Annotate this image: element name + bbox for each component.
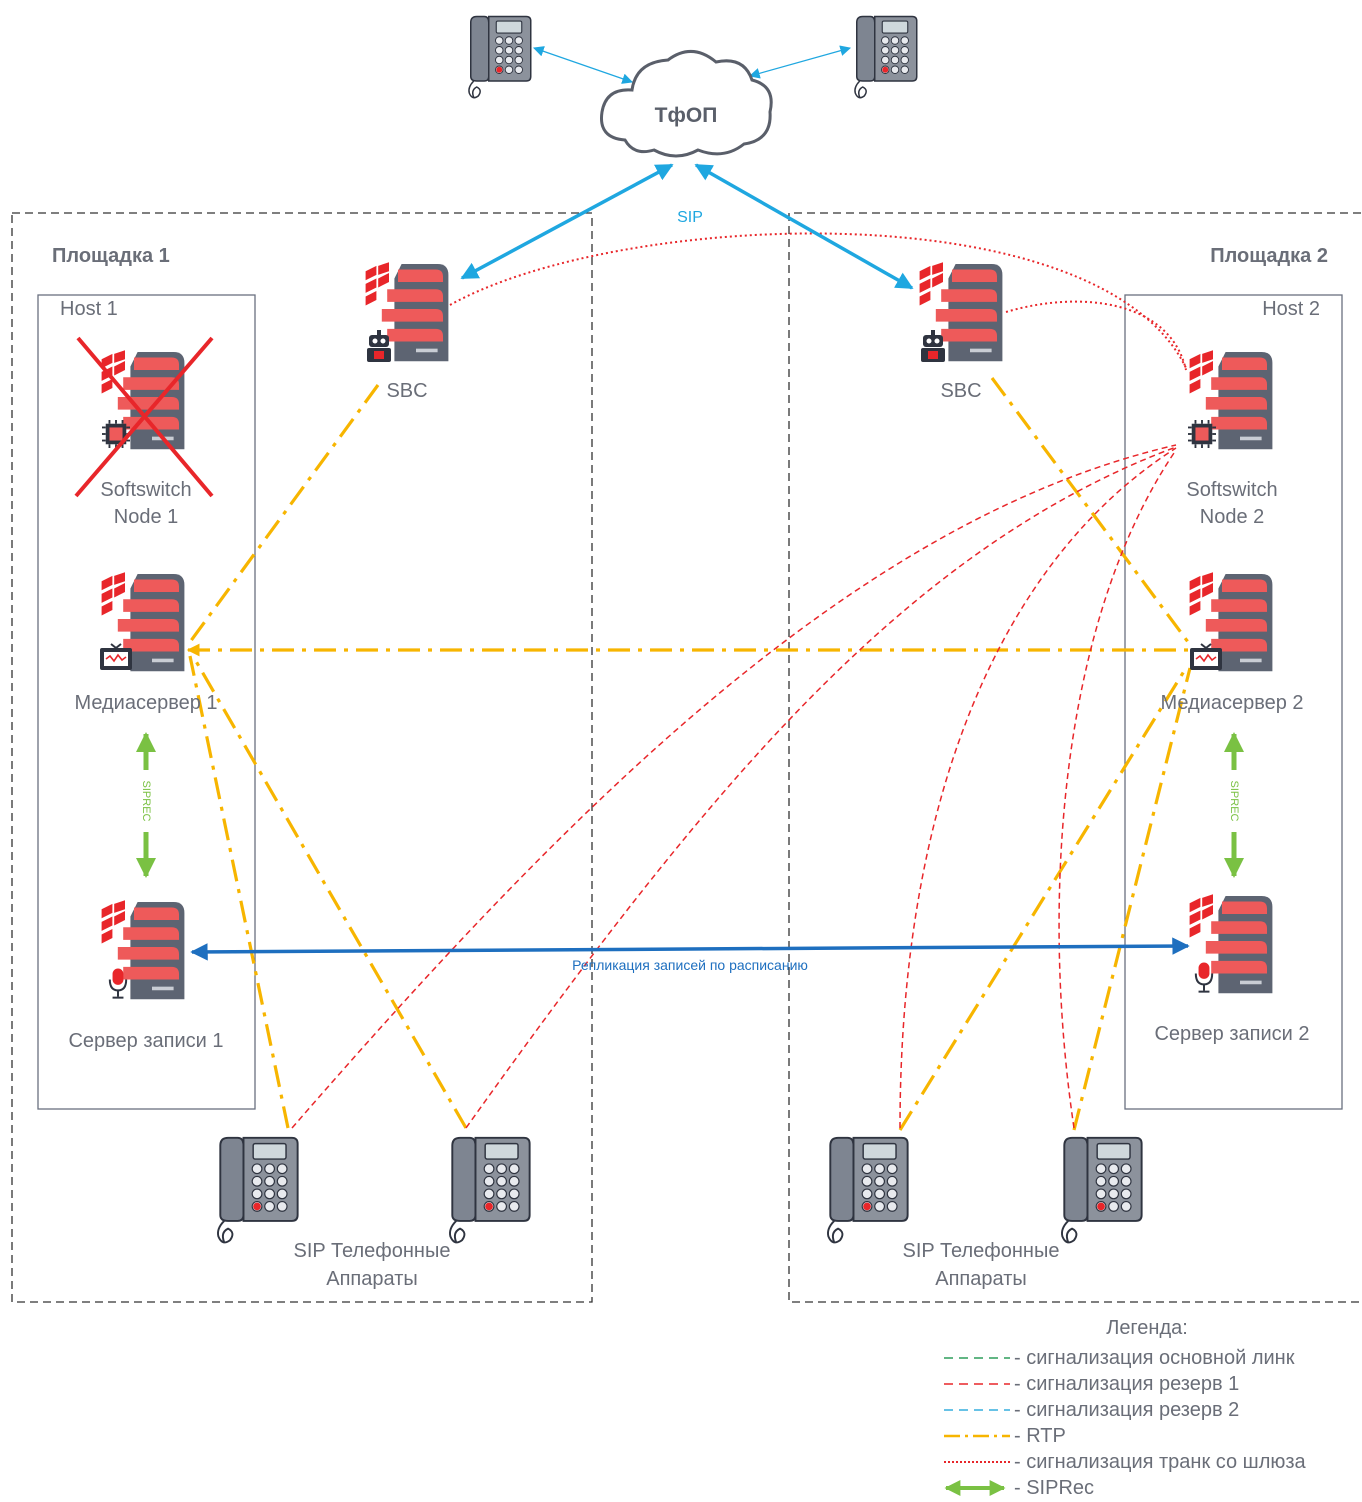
rec2-label: Сервер записи 2 <box>1154 1023 1309 1045</box>
sig-phone2-softswitch2 <box>465 446 1177 1129</box>
signaling-reserve1-links <box>291 444 1177 1129</box>
media1-node: Медиасервер 1 <box>74 572 218 714</box>
softswitch1-node: Softswitch Node 1 <box>74 336 214 528</box>
rtp-phone3-media2 <box>898 667 1188 1131</box>
sbc1-node: SBC <box>365 262 449 402</box>
microphone-icon <box>1194 961 1214 993</box>
trunk-sbc2-softswitch2 <box>1005 300 1187 371</box>
softswitch2-node: Softswitch Node 2 <box>1186 350 1278 528</box>
sip-phone-4 <box>1060 1136 1143 1244</box>
legend-item-main: - сигнализация основной линк <box>1014 1347 1295 1369</box>
phones2-label-1: SIP Телефонные <box>903 1240 1060 1262</box>
sig-phone1-softswitch2 <box>291 444 1177 1129</box>
host2-box <box>1124 294 1343 1110</box>
legend-item-siprec: - SIPRec <box>1014 1477 1094 1499</box>
host2-title: Host 2 <box>1262 298 1320 320</box>
softswitch2-label-1: Softswitch <box>1186 479 1277 501</box>
cpu-icon <box>101 419 131 449</box>
softswitch1-label-1: Softswitch <box>100 479 191 501</box>
legend-item-trunk: - сигнализация транк со шлюза <box>1014 1451 1307 1473</box>
rtp-phone2-media1 <box>191 655 468 1129</box>
pstn-phone-links <box>532 45 852 84</box>
sip-label: SIP <box>677 209 703 226</box>
sip-phone-3 <box>826 1136 909 1244</box>
softswitch1-label-2: Node 1 <box>114 506 179 528</box>
site2-boundary <box>788 212 1361 1303</box>
siprec-label-2: SIPREC <box>1228 781 1240 822</box>
sig-phone3-softswitch2 <box>899 447 1177 1129</box>
site2-title: Площадка 2 <box>1210 245 1328 267</box>
legend-item-reserve2: - сигнализация резерв 2 <box>1014 1399 1239 1421</box>
site1-title: Площадка 1 <box>52 245 170 267</box>
cpu-icon <box>1187 419 1217 449</box>
rtp-sbc1-media1 <box>188 384 380 643</box>
pstn-phone-right <box>854 15 918 99</box>
sip-trunk-links <box>460 163 914 290</box>
trunk-signaling-links <box>449 232 1187 371</box>
siprec-label-1: SIPREC <box>140 781 152 822</box>
replication-label: Репликация записей по расписанию <box>572 957 808 973</box>
pstn-phone-left-link <box>532 46 634 84</box>
rec1-label: Сервер записи 1 <box>68 1030 223 1052</box>
softswitch2-label-2: Node 2 <box>1200 506 1265 528</box>
legend-title: Легенда: <box>1106 1317 1188 1339</box>
sip-phone-2 <box>448 1136 531 1244</box>
phones1-label-2: Аппараты <box>326 1268 417 1290</box>
rtp-phone1-media1 <box>188 655 290 1129</box>
rtp-sbc2-media2 <box>990 377 1190 643</box>
media1-label: Медиасервер 1 <box>74 692 217 714</box>
sip-phone-1 <box>216 1136 299 1244</box>
replication-link <box>190 937 1190 961</box>
sip-cloud-sbc2 <box>694 163 914 290</box>
rec1-server-icon <box>101 900 185 1000</box>
legend: Легенда: - сигнализация основной линк - … <box>944 1317 1307 1499</box>
sig-phone4-softswitch2 <box>1058 449 1177 1129</box>
pstn-cloud: ТфОП <box>599 50 773 158</box>
sbc2-node: SBC <box>919 262 1003 402</box>
media2-label: Медиасервер 2 <box>1160 692 1303 714</box>
rtp-links <box>186 377 1192 1131</box>
site1-boundary <box>11 212 593 1303</box>
legend-item-reserve1: - сигнализация резерв 1 <box>1014 1373 1239 1395</box>
rec2-node: Сервер записи 2 <box>1154 894 1310 1045</box>
rtp-phone4-media2 <box>1072 667 1192 1131</box>
sip-cloud-sbc1 <box>460 163 674 280</box>
pstn-phone-right-link <box>748 45 852 79</box>
rec1-node: Сервер записи 1 <box>68 900 224 1052</box>
cloud-label: ТфОП <box>655 104 718 127</box>
legend-item-rtp: - RTP <box>1014 1425 1066 1447</box>
host1-box <box>37 294 256 1110</box>
phones2-label-2: Аппараты <box>935 1268 1026 1290</box>
host1-title: Host 1 <box>60 298 118 320</box>
pstn-phone-left <box>468 15 532 99</box>
sbc1-label: SBC <box>386 380 427 402</box>
phones1-label-1: SIP Телефонные <box>294 1240 451 1262</box>
sbc2-label: SBC <box>940 380 981 402</box>
media2-node: Медиасервер 2 <box>1160 572 1304 714</box>
